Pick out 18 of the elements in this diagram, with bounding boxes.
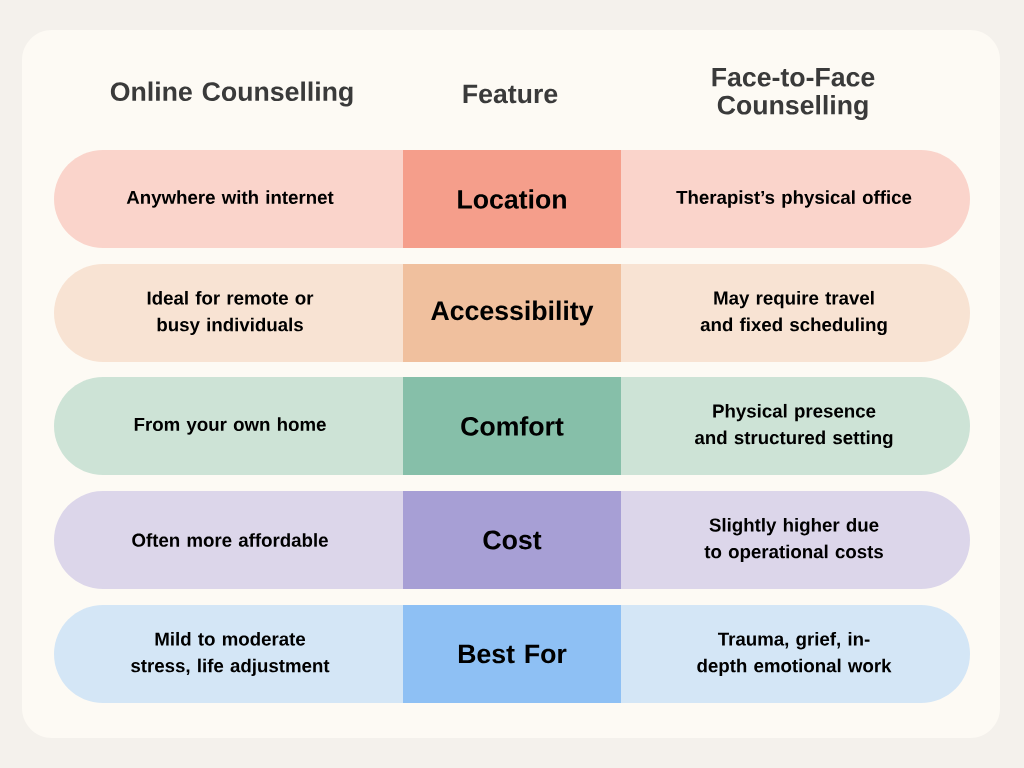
face-to-face-cell: May require travel and fixed scheduling <box>621 264 970 362</box>
feature-cell: Cost <box>403 491 621 589</box>
online-cell: Ideal for remote or busy individuals <box>54 264 403 362</box>
online-cell: From your own home <box>54 377 403 475</box>
feature-cell: Accessibility <box>403 264 621 362</box>
column-heading: Face-to-Face Counselling <box>712 68 875 120</box>
online-cell: Mild to moderate stress, life adjustment <box>54 605 403 703</box>
online-cell: Anywhere with internet <box>54 150 403 248</box>
column-heading: Feature <box>463 84 558 104</box>
face-to-face-cell: Therapist’s physical office <box>621 150 970 248</box>
online-cell: Often more affordable <box>54 491 403 589</box>
feature-cell: Comfort <box>403 377 621 475</box>
face-to-face-cell: Physical presence and structured setting <box>621 377 970 475</box>
column-heading: Online Counselling <box>110 81 353 107</box>
feature-cell: Best For <box>403 605 621 703</box>
face-to-face-cell: Slightly higher due to operational costs <box>621 491 970 589</box>
face-to-face-cell: Trauma, grief, in-depth emotional work <box>621 605 970 703</box>
feature-cell: Location <box>403 150 621 248</box>
